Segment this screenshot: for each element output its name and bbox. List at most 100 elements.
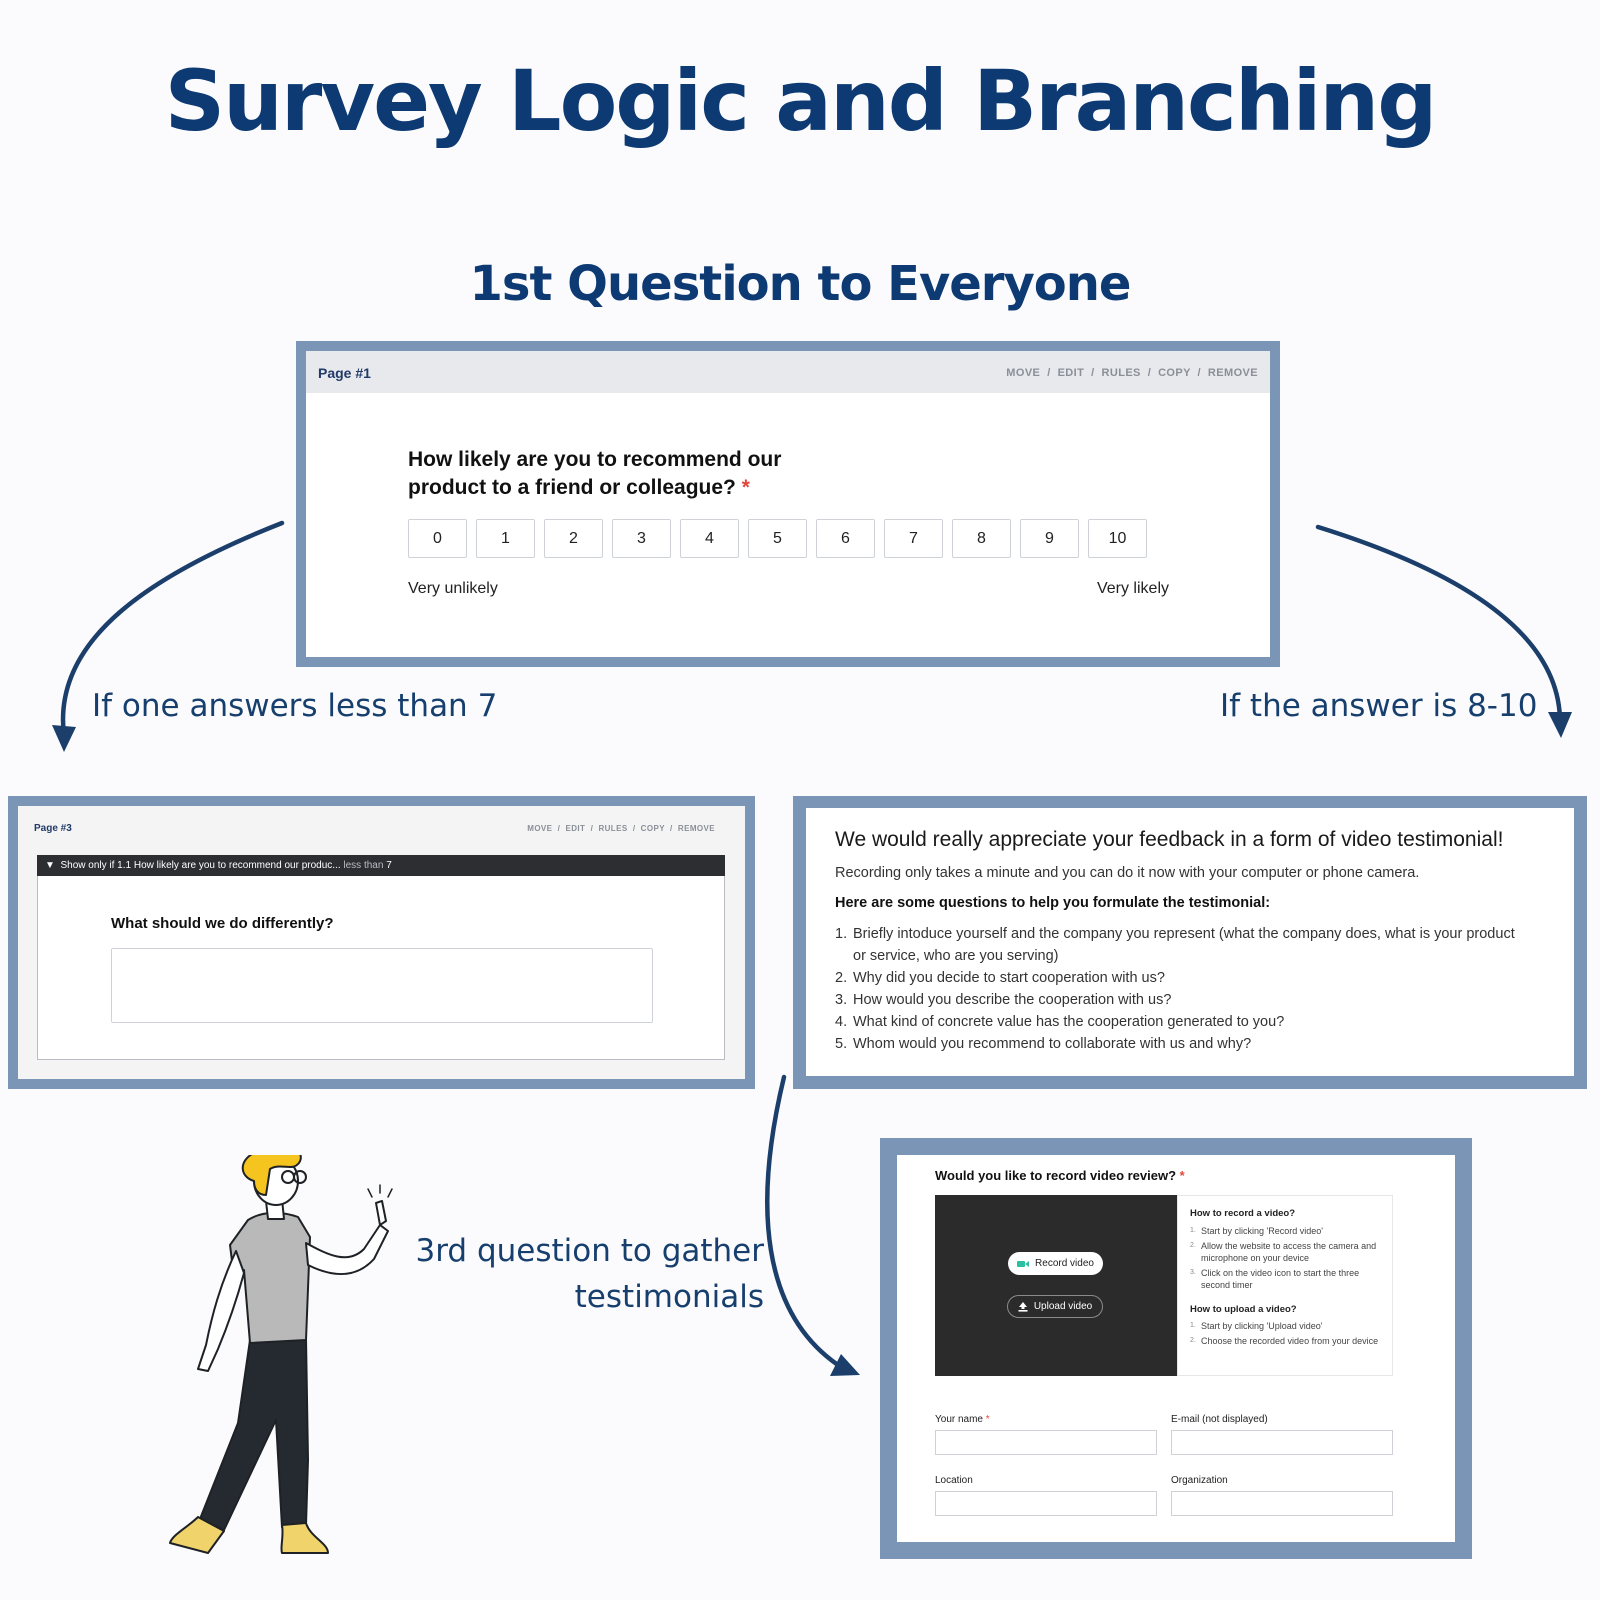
help-step-number: 3. [1190, 1269, 1196, 1276]
third-question-arrow [764, 1074, 841, 1368]
help-step: 1. Start by clicking 'Upload video' [1190, 1320, 1386, 1332]
name-label-text: Your name [935, 1414, 983, 1425]
help-step-text: Start by clicking 'Record video' [1201, 1226, 1323, 1236]
help-upload-title: How to upload a video? [1190, 1304, 1297, 1315]
nps-option-0[interactable]: 0 [408, 519, 467, 558]
caption-third-question-line2: testimonials [574, 1279, 764, 1315]
list-number: 5. [835, 1036, 848, 1052]
display-rule-bar: ▼ Show only if 1.1 How likely are you to… [37, 855, 725, 876]
help-step: 2. Choose the recorded video from your de… [1190, 1335, 1386, 1347]
location-field-label: Location [935, 1475, 973, 1486]
upload-video-label: Upload video [1033, 1301, 1093, 1312]
video-help-box: How to record a video? 1. Start by clicki… [1177, 1195, 1393, 1376]
record-video-label: Record video [1035, 1258, 1094, 1269]
camera-icon [1017, 1260, 1030, 1267]
list-item-text: Whom would you recommend to collaborate … [853, 1036, 1252, 1052]
name-field-label: Your name * [935, 1414, 990, 1425]
nps-option-5[interactable]: 5 [748, 519, 807, 558]
upload-video-button[interactable]: Upload video [1007, 1295, 1103, 1318]
nps-option-2[interactable]: 2 [544, 519, 603, 558]
section-subtitle: 1st Question to Everyone [469, 256, 1132, 312]
help-step: 3. Click on the video icon to start the t… [1190, 1267, 1386, 1291]
list-number: 3. [835, 992, 848, 1008]
testimonial-question-item: 2. Why did you decide to start cooperatio… [835, 967, 1525, 989]
rule-operator: less than [343, 860, 384, 871]
help-step-number: 1. [1190, 1227, 1196, 1234]
nps-option-8[interactable]: 8 [952, 519, 1011, 558]
caption-high-branch: If the answer is 8-10 [1220, 688, 1538, 724]
panel-video: Would you like to record video review? *… [897, 1155, 1455, 1542]
help-step-text: Start by clicking 'Upload video' [1201, 1321, 1323, 1331]
list-number: 1. [835, 926, 848, 942]
caption-low-branch: If one answers less than 7 [92, 688, 498, 724]
required-asterisk: * [741, 476, 750, 499]
scale-low-label: Very unlikely [408, 580, 498, 597]
list-item-text: What kind of concrete value has the coop… [853, 1014, 1285, 1030]
panel-page3: Page #3 MOVE / EDIT / RULES / COPY / REM… [18, 806, 745, 1079]
email-input[interactable] [1171, 1430, 1393, 1455]
organization-input[interactable] [1171, 1491, 1393, 1516]
help-step: 2.Allow the website to access the camera… [1190, 1240, 1386, 1264]
upload-icon [1018, 1301, 1028, 1312]
rule-value: 7 [386, 860, 392, 871]
nps-option-7[interactable]: 7 [884, 519, 943, 558]
nps-question: How likely are you to recommend our prod… [408, 446, 828, 502]
open-question: What should we do differently? [111, 915, 334, 932]
email-field-label: E-mail (not displayed) [1171, 1414, 1268, 1425]
help-step-number: 1. [1190, 1322, 1196, 1329]
list-number: 2. [835, 970, 848, 986]
help-record-title: How to record a video? [1190, 1208, 1296, 1219]
page1-actions[interactable]: MOVE / EDIT / RULES / COPY / REMOVE [1006, 367, 1258, 379]
help-step-text: Click on the video icon to start the thr… [1201, 1268, 1360, 1290]
testimonial-question-item: 1. Briefly intoduce yourself and the comp… [835, 923, 1525, 967]
nps-question-text: How likely are you to recommend our prod… [408, 448, 782, 499]
rule-condition: Show only if 1.1 How likely are you to r… [60, 860, 341, 871]
scale-high-label: Very likely [1096, 580, 1169, 597]
list-number: 4. [835, 1014, 848, 1030]
testimonial-title: We would really appreciate your feedback… [835, 828, 1504, 851]
page-title: Survey Logic and Branching [164, 52, 1438, 150]
list-item-text: Why did you decide to start cooperation … [853, 970, 1165, 986]
page3-label: Page #3 [34, 823, 72, 834]
answer-textarea[interactable] [111, 948, 653, 1023]
panel-testimonial: We would really appreciate your feedback… [806, 808, 1574, 1076]
testimonial-question-list: 1. Briefly intoduce yourself and the comp… [835, 923, 1525, 1055]
left-arrowhead [52, 725, 76, 752]
name-input[interactable] [935, 1430, 1157, 1455]
nps-option-3[interactable]: 3 [612, 519, 671, 558]
list-item-text: Briefly intoduce yourself and the compan… [853, 926, 1515, 964]
location-input[interactable] [935, 1491, 1157, 1516]
nps-option-1[interactable]: 1 [476, 519, 535, 558]
help-step-text: Allow the website to access the camera a… [1201, 1241, 1377, 1263]
testimonial-question-item: 5. Whom would you recommend to collaborat… [835, 1033, 1525, 1055]
required-asterisk: * [985, 1414, 990, 1425]
required-asterisk: * [1179, 1168, 1185, 1183]
record-video-button[interactable]: Record video [1008, 1252, 1103, 1275]
organization-field-label: Organization [1171, 1475, 1228, 1486]
video-recorder: Record video Upload video [935, 1195, 1177, 1376]
page3-actions[interactable]: MOVE / EDIT / RULES / COPY / REMOVE [527, 824, 715, 833]
help-step-text: Choose the recorded video from your devi… [1201, 1336, 1379, 1346]
third-arrowhead [830, 1354, 860, 1376]
page1-label: Page #1 [318, 365, 371, 381]
video-question-text: Would you like to record video review? [935, 1168, 1177, 1183]
nps-option-10[interactable]: 10 [1088, 519, 1147, 558]
help-step-number: 2. [1190, 1337, 1196, 1344]
help-record-list: 1. Start by clicking 'Record video' 2.Allo… [1190, 1225, 1386, 1294]
testimonial-question-item: 4. What kind of concrete value has the co… [835, 1011, 1525, 1033]
page3-body: What should we do differently? [37, 876, 725, 1060]
person-illustration [169, 1155, 393, 1554]
right-branch-arrow [1315, 524, 1563, 725]
list-item-text: How would you describe the cooperation w… [853, 992, 1172, 1008]
nps-option-9[interactable]: 9 [1020, 519, 1079, 558]
right-arrowhead [1548, 712, 1572, 738]
nps-option-4[interactable]: 4 [680, 519, 739, 558]
testimonial-questions-heading: Here are some questions to help you form… [835, 895, 1271, 911]
nps-option-6[interactable]: 6 [816, 519, 875, 558]
help-step: 1. Start by clicking 'Record video' [1190, 1225, 1386, 1237]
caption-third-question-line1: 3rd question to gather [415, 1233, 764, 1269]
testimonial-subtitle: Recording only takes a minute and you ca… [835, 865, 1420, 881]
testimonial-question-item: 3. How would you describe the cooperation… [835, 989, 1525, 1011]
